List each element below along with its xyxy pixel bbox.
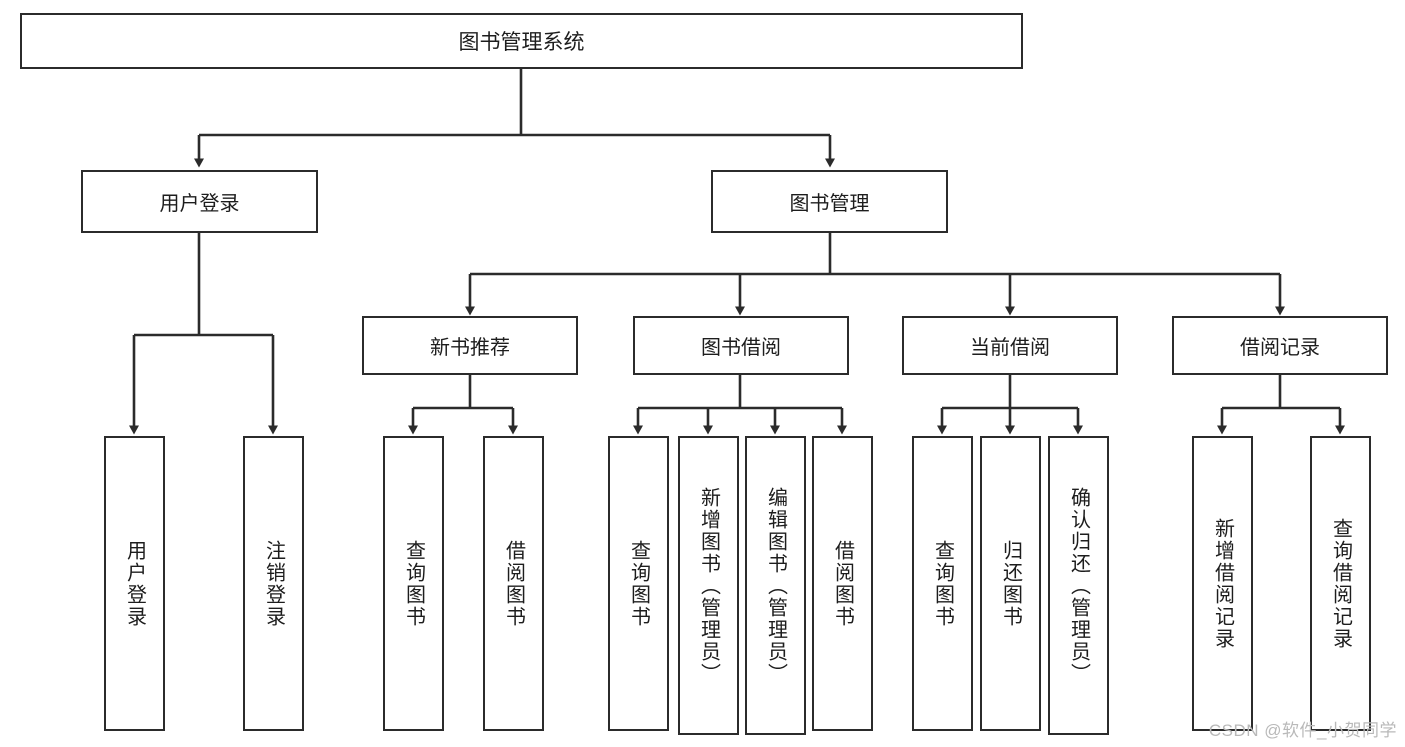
node-book-borrow[interactable]: 图书借阅: [633, 316, 849, 375]
leaf-current-borrow-0[interactable]: 查询图书: [912, 436, 973, 731]
node-new-book-recommend[interactable]: 新书推荐: [362, 316, 578, 375]
leaf-label: 新增借阅记录: [1211, 517, 1234, 650]
node-borrow-record[interactable]: 借阅记录: [1172, 316, 1388, 375]
leaf-label: 查询图书: [402, 539, 425, 628]
node-root-label: 图书管理系统: [458, 31, 585, 54]
node-borrow-record-label: 借阅记录: [1240, 337, 1320, 359]
node-new-book-recommend-label: 新书推荐: [430, 337, 510, 359]
leaf-label: 借阅图书: [502, 539, 525, 628]
leaf-label: 确认归还（管理员）: [1067, 486, 1090, 685]
leaf-current-borrow-2[interactable]: 确认归还（管理员）: [1048, 436, 1109, 735]
node-book-management[interactable]: 图书管理: [711, 170, 948, 233]
leaf-book-borrow-2[interactable]: 编辑图书（管理员）: [745, 436, 806, 735]
leaf-new-book-recommend-0[interactable]: 查询图书: [383, 436, 444, 731]
node-current-borrow[interactable]: 当前借阅: [902, 316, 1118, 375]
leaf-label: 查询图书: [931, 539, 954, 628]
node-current-borrow-label: 当前借阅: [970, 337, 1050, 359]
leaf-current-borrow-1[interactable]: 归还图书: [980, 436, 1041, 731]
node-root[interactable]: 图书管理系统: [20, 13, 1023, 69]
leaf-user-login-0[interactable]: 用户登录: [104, 436, 165, 731]
node-book-management-label: 图书管理: [789, 193, 870, 215]
leaf-book-borrow-3[interactable]: 借阅图书: [812, 436, 873, 731]
node-book-borrow-label: 图书借阅: [701, 337, 781, 359]
node-user-login-label: 用户登录: [159, 193, 240, 215]
leaf-label: 查询图书: [627, 539, 650, 628]
leaf-book-borrow-0[interactable]: 查询图书: [608, 436, 669, 731]
leaf-label: 查询借阅记录: [1329, 517, 1352, 650]
leaf-label: 借阅图书: [831, 539, 854, 628]
leaf-label: 归还图书: [999, 539, 1022, 628]
leaf-label: 用户登录: [123, 539, 146, 628]
leaf-new-book-recommend-1[interactable]: 借阅图书: [483, 436, 544, 731]
leaf-borrow-record-0[interactable]: 新增借阅记录: [1192, 436, 1253, 731]
leaf-book-borrow-1[interactable]: 新增图书（管理员）: [678, 436, 739, 735]
leaf-label: 注销登录: [262, 539, 285, 628]
leaf-label: 编辑图书（管理员）: [764, 486, 787, 685]
leaf-borrow-record-1[interactable]: 查询借阅记录: [1310, 436, 1371, 731]
node-user-login[interactable]: 用户登录: [81, 170, 318, 233]
leaf-label: 新增图书（管理员）: [697, 486, 720, 685]
leaf-user-login-1[interactable]: 注销登录: [243, 436, 304, 731]
watermark-text: CSDN @软件_小贺同学: [1208, 721, 1397, 740]
